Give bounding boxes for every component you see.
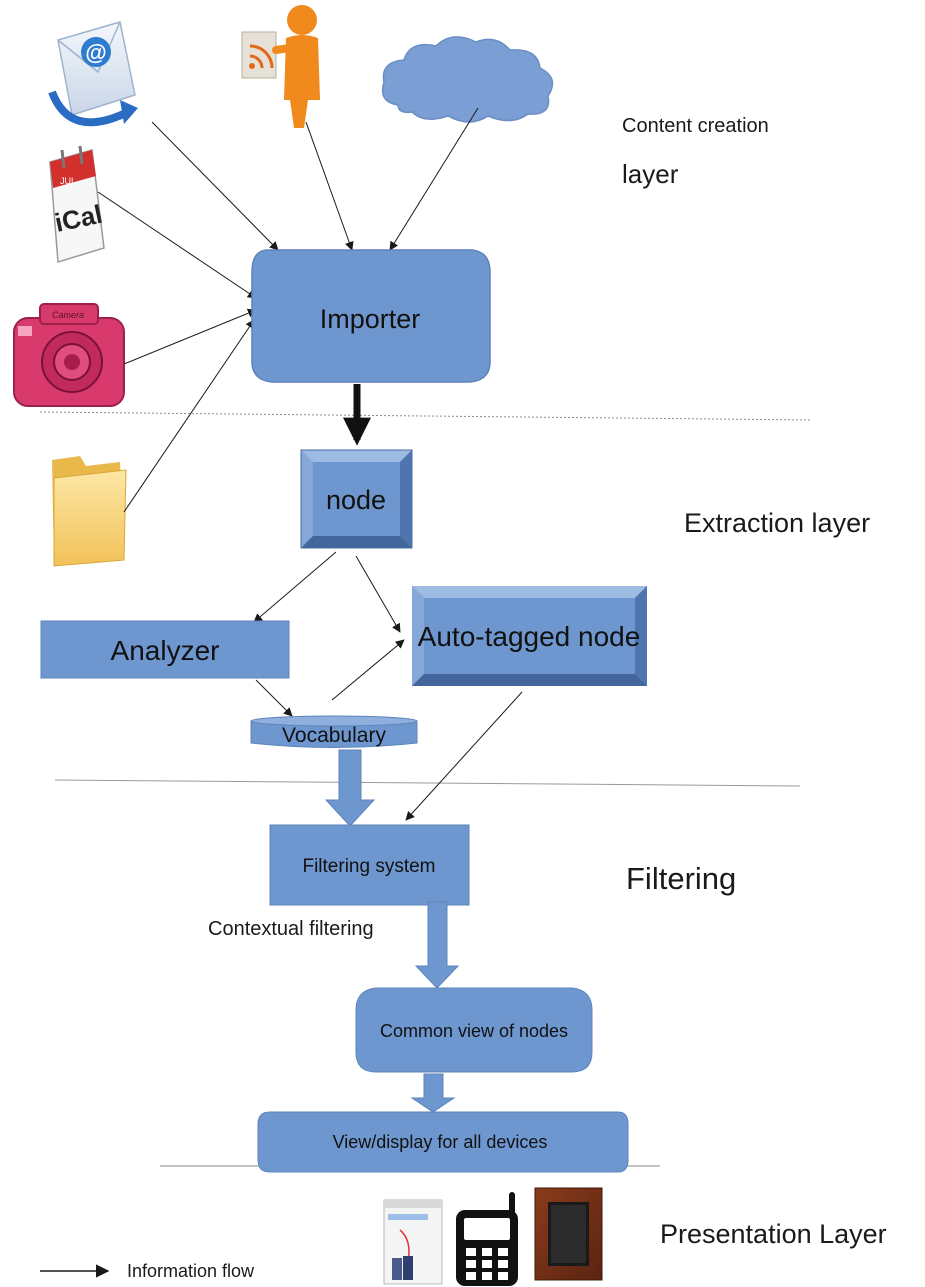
digital-photo-frame-icon bbox=[534, 1187, 603, 1281]
legend-information-flow-label: Information flow bbox=[127, 1261, 255, 1281]
ical-calendar-icon: JUL iCal bbox=[49, 145, 105, 263]
common-view-label: Common view of nodes bbox=[380, 1021, 568, 1041]
node-box: node bbox=[300, 449, 413, 549]
flow-node-to-autotagged bbox=[355, 555, 401, 633]
folder-icon bbox=[52, 456, 127, 567]
rss-reader-person-icon bbox=[241, 5, 320, 128]
layer-label-presentation: Presentation Layer bbox=[660, 1219, 887, 1249]
flow-common-view-to-display bbox=[410, 1073, 456, 1113]
auto-tagged-node-box: Auto-tagged node bbox=[412, 586, 647, 686]
analyzer-label: Analyzer bbox=[111, 635, 220, 666]
separator-content-extraction bbox=[39, 411, 813, 421]
flow-ical-to-importer bbox=[97, 191, 257, 299]
layer-label-content-creation: Content creation bbox=[622, 115, 769, 137]
layer-label-filtering: Filtering bbox=[626, 861, 736, 896]
svg-text:Camera: Camera bbox=[52, 310, 84, 320]
flow-folder-to-importer bbox=[123, 319, 255, 513]
legend: Information flow bbox=[40, 1261, 255, 1281]
flow-node-to-analyzer bbox=[253, 551, 337, 623]
filtering-system-box: Filtering system bbox=[269, 824, 470, 906]
importer-label: Importer bbox=[320, 304, 421, 334]
flow-autotagged-to-filtering bbox=[405, 691, 523, 821]
separator-extraction-filtering bbox=[54, 779, 801, 787]
email-icon: @ bbox=[48, 21, 138, 127]
flow-vocabulary-to-filtering bbox=[324, 749, 376, 827]
vocabulary-label: Vocabulary bbox=[282, 724, 386, 747]
flow-camera-to-importer bbox=[123, 308, 257, 365]
layer-label-extraction: Extraction layer bbox=[684, 508, 870, 538]
vocabulary-store: Vocabulary bbox=[250, 715, 418, 748]
browser-screen-icon bbox=[383, 1199, 443, 1285]
filtering-system-label: Filtering system bbox=[302, 856, 435, 877]
mobile-phone-icon bbox=[456, 1192, 518, 1286]
camera-icon: Camera bbox=[13, 303, 125, 407]
flow-analyzer-to-vocabulary bbox=[255, 679, 293, 717]
view-display-label: View/display for all devices bbox=[333, 1132, 548, 1152]
view-display-box: View/display for all devices bbox=[257, 1111, 629, 1173]
svg-text:JUL: JUL bbox=[60, 176, 76, 186]
layer-label-content-creation-line2: layer bbox=[622, 159, 679, 189]
flow-vocabulary-to-autotagged bbox=[331, 639, 405, 701]
svg-text:@: @ bbox=[85, 40, 106, 65]
common-view-box: Common view of nodes bbox=[355, 987, 593, 1073]
flow-rss-to-importer bbox=[305, 121, 354, 251]
auto-tagged-node-label: Auto-tagged node bbox=[418, 621, 641, 652]
node-label: node bbox=[326, 485, 386, 515]
cloud-icon bbox=[381, 36, 554, 123]
contextual-filtering-annotation: Contextual filtering bbox=[208, 918, 374, 940]
flow-cloud-to-importer bbox=[389, 107, 479, 251]
flow-email-to-importer bbox=[151, 121, 279, 251]
analyzer-box: Analyzer bbox=[40, 620, 290, 679]
flow-filtering-to-common-view bbox=[414, 901, 460, 989]
importer-box: Importer bbox=[251, 249, 491, 383]
